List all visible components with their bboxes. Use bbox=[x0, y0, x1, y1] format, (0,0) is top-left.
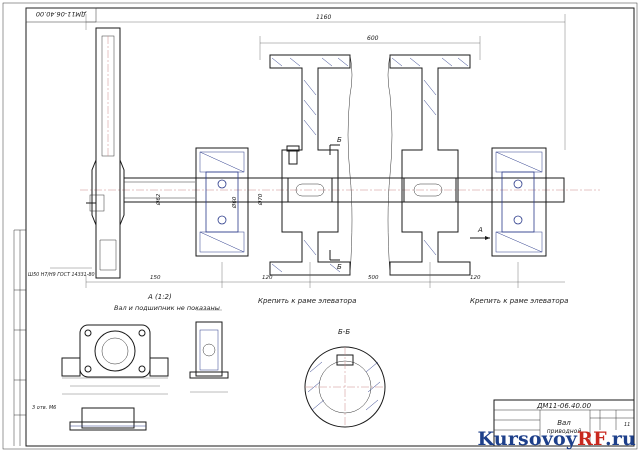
view-note-3: 3 отв. М6 bbox=[32, 405, 56, 411]
view-a-caption: Вал и подшипник не показаны bbox=[114, 304, 220, 312]
dim-overall-label: 1160 bbox=[316, 14, 331, 21]
title-name-2: приводной bbox=[547, 428, 582, 435]
watermark: KursovoyRF.ru bbox=[478, 428, 636, 450]
title-code: ДМ11-06.40.00 bbox=[536, 402, 592, 410]
note-keyway: Ш50 H7/Н9 ГОСТ 14331-80 bbox=[28, 272, 95, 278]
bearing-housing-right bbox=[491, 147, 547, 257]
shaft bbox=[123, 177, 565, 203]
dim-drum-label: 600 bbox=[367, 35, 379, 42]
dim-d62: Ø62 bbox=[155, 193, 162, 206]
dim-d70: Ø70 bbox=[257, 193, 264, 206]
dim-150: 150 bbox=[150, 275, 161, 281]
bearing-housing-left bbox=[195, 147, 249, 257]
watermark-part3: .ru bbox=[604, 428, 636, 450]
dim-chain-bottom: 150 120 500 120 bbox=[85, 262, 565, 288]
section-label: Б-Б bbox=[338, 328, 350, 336]
view-a-arrow: А bbox=[470, 226, 490, 240]
binding-strip bbox=[13, 229, 26, 446]
title-name-1: Вал bbox=[557, 419, 571, 427]
stamp-box bbox=[25, 7, 97, 23]
dim-d60: Ø60 bbox=[231, 196, 238, 209]
cap-view: 3 отв. М6 bbox=[32, 405, 147, 431]
drum-left bbox=[269, 54, 351, 276]
dim-120-left: 120 bbox=[262, 275, 273, 281]
dim-overall: 1160 bbox=[85, 14, 566, 150]
section-bb: Б-Б bbox=[304, 328, 386, 428]
sheet-num: 11 bbox=[624, 422, 630, 428]
note-left-attach: Крепить к раме элеватора bbox=[258, 297, 356, 305]
stamp-mirrored: ДМ11-06.40.00 bbox=[36, 10, 87, 18]
housing-plan-view bbox=[61, 324, 169, 395]
break-line-left bbox=[347, 54, 353, 276]
watermark-part1: Kursovoy bbox=[477, 428, 578, 450]
label-a: А bbox=[477, 226, 483, 234]
label-b-bottom: Б bbox=[337, 263, 342, 271]
break-line-right bbox=[387, 54, 393, 276]
section-marker-b: Б Б bbox=[329, 136, 342, 271]
note-right-attach: Крепить к раме элеватора bbox=[470, 297, 568, 305]
sheet-frame bbox=[25, 7, 635, 447]
view-a-title: А (1:2) bbox=[147, 293, 172, 301]
title-block: ДМ11-06.40.00 Вал приводной 11 bbox=[493, 399, 635, 447]
watermark-part2: RF bbox=[577, 428, 605, 450]
label-b-top: Б bbox=[337, 136, 342, 144]
drum-right bbox=[389, 54, 471, 276]
dim-drum: 600 bbox=[259, 35, 481, 60]
sprocket-left bbox=[86, 27, 125, 279]
grease-nipple bbox=[286, 145, 300, 165]
dim-120-right: 120 bbox=[470, 275, 481, 281]
housing-side-view bbox=[189, 309, 229, 393]
dim-500: 500 bbox=[368, 275, 379, 281]
